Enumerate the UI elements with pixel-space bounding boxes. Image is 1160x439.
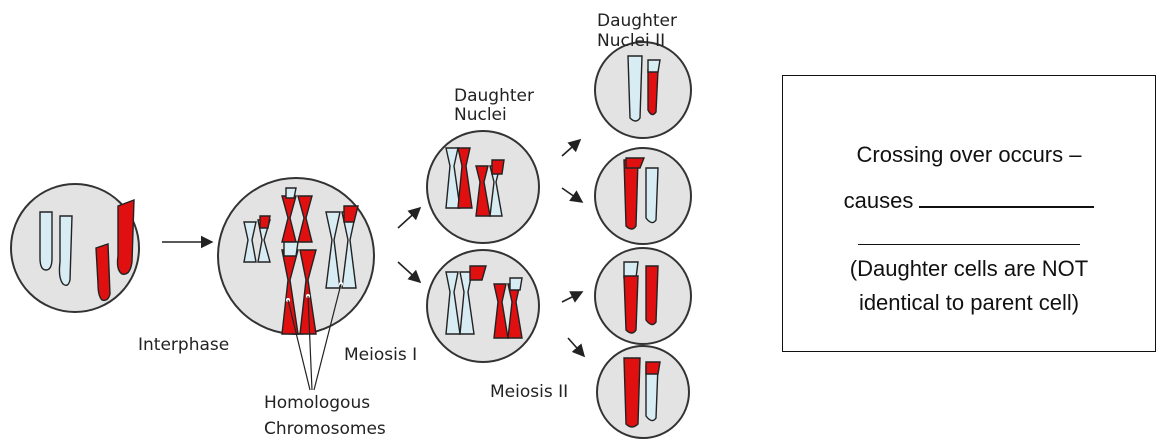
label-meiosis1: Meiosis I xyxy=(344,345,417,365)
label-daughter-nuclei-ii-2: Nuclei II xyxy=(597,31,665,51)
arrow xyxy=(398,262,420,282)
blue-chromosome xyxy=(59,216,72,285)
fill-in-blank-2[interactable] xyxy=(858,224,1080,245)
blue-chromosome xyxy=(286,188,296,198)
red-chromosome xyxy=(624,276,638,333)
blue-chromosome xyxy=(628,56,642,121)
label-interphase: Interphase xyxy=(138,335,229,355)
arrow xyxy=(562,140,580,156)
daughter-nucleus-ii-4 xyxy=(597,346,689,438)
daughter-nucleus-ii-2 xyxy=(595,148,691,244)
crossing-over-note: Crossing over occurs – causes (Daughter … xyxy=(782,75,1156,352)
red-chromosome xyxy=(646,362,660,374)
interphase-cell xyxy=(11,184,139,312)
red-chromosome xyxy=(260,216,270,228)
arrow xyxy=(568,338,584,356)
fill-in-blank-1[interactable] xyxy=(919,184,1094,208)
label-daughter-nuclei-ii-1: Daughter xyxy=(597,11,677,31)
daughter-nucleus-top xyxy=(427,131,539,243)
daughter-nucleus-bottom xyxy=(427,250,539,362)
label-homologous: Homologous xyxy=(264,393,370,413)
blue-chromosome xyxy=(648,60,660,72)
note-line-5: identical to parent cell) xyxy=(783,290,1155,316)
label-meiosis2: Meiosis II xyxy=(490,382,568,402)
red-chromosome xyxy=(624,160,638,229)
blue-chromosome xyxy=(40,212,52,270)
note-line-1: Crossing over occurs – xyxy=(783,142,1155,168)
red-chromosome xyxy=(492,160,504,174)
red-chromosome xyxy=(118,200,135,274)
daughter-nucleus-ii-3 xyxy=(595,248,691,344)
blue-chromosome xyxy=(646,168,658,223)
red-chromosome xyxy=(648,70,658,115)
blue-chromosome xyxy=(284,242,298,256)
red-chromosome xyxy=(624,358,640,427)
note-causes-label: causes xyxy=(844,188,914,213)
blue-chromosome xyxy=(510,278,522,290)
red-chromosome xyxy=(646,266,658,325)
daughter-nucleus-ii-1 xyxy=(595,42,691,138)
meiosis-diagram: Interphase Meiosis I Meiosis II Homologo… xyxy=(0,0,740,439)
note-line-2: causes xyxy=(783,184,1155,214)
note-line-3 xyxy=(783,224,1155,251)
red-chromosome xyxy=(626,158,644,168)
meiosis1-cell xyxy=(218,178,374,334)
note-line-4: (Daughter cells are NOT xyxy=(783,256,1155,282)
label-daughter-nuclei-1: Daughter xyxy=(454,86,534,106)
arrow xyxy=(562,292,582,302)
arrow xyxy=(562,188,582,202)
arrow xyxy=(398,208,420,228)
label-daughter-nuclei-2: Nuclei xyxy=(454,105,507,125)
label-chromosomes: Chromosomes xyxy=(264,419,386,439)
red-chromosome xyxy=(96,244,110,300)
